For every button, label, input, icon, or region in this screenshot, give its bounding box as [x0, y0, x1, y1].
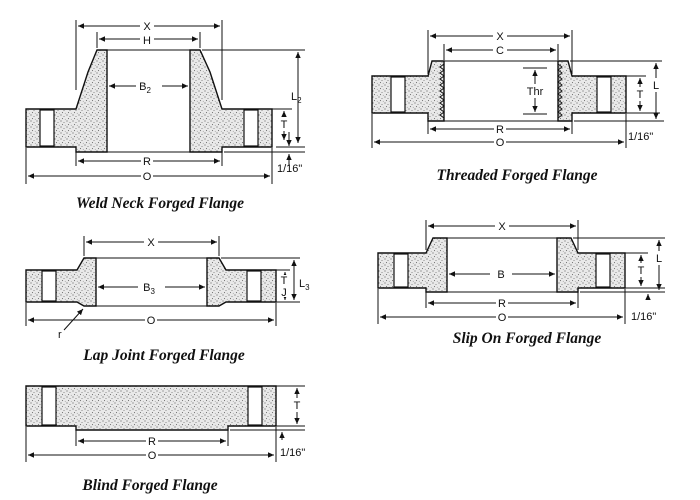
- weld-neck-gap-label: 1/16": [277, 163, 302, 175]
- weld-neck-b2-label: B: [139, 81, 146, 93]
- blind-caption: Blind Forged Flange: [81, 477, 217, 494]
- threaded-t-label: T: [637, 89, 644, 101]
- slip-on-bolt-hole-left: [393, 253, 409, 288]
- threaded-thread-right: [557, 63, 563, 119]
- slip-on-o-label: O: [498, 312, 507, 324]
- weld-neck-r-label: R: [143, 156, 151, 168]
- lap-joint-flange: X B3 L3 T J r O Lap Joint Forged Flange: [25, 236, 310, 364]
- lap-joint-right-body: [206, 257, 277, 307]
- slip-on-gap-label: 1/16": [631, 311, 656, 323]
- svg-text:L2: L2: [291, 91, 302, 105]
- lap-joint-b3-label: B: [143, 282, 150, 294]
- threaded-flange: X C Thr T L 1/16" R O: [371, 30, 664, 184]
- threaded-thr-label: Thr: [527, 86, 544, 98]
- svg-text:B3: B3: [143, 282, 155, 296]
- blind-body: [25, 385, 277, 431]
- weld-neck-l2-subscript: 2: [297, 96, 302, 105]
- svg-text:B2: B2: [139, 81, 151, 95]
- blind-t-label: T: [294, 400, 301, 412]
- slip-on-right-body: [556, 237, 626, 293]
- threaded-x-label: X: [496, 31, 504, 43]
- weld-neck-l2-label: L: [291, 91, 297, 103]
- weld-neck-bolt-hole-left: [39, 109, 55, 147]
- threaded-bolt-hole-left: [390, 76, 406, 113]
- weld-neck-x-label: X: [143, 21, 151, 33]
- lap-joint-x-label: X: [147, 237, 155, 249]
- threaded-right-body: [557, 60, 627, 122]
- weld-neck-caption: Weld Neck Forged Flange: [76, 195, 244, 212]
- threaded-o-label: O: [496, 137, 505, 149]
- threaded-r-label: R: [496, 124, 504, 136]
- lap-joint-o-label: O: [147, 315, 156, 327]
- slip-on-bolt-hole-right: [595, 253, 611, 288]
- threaded-l-label: L: [653, 80, 659, 92]
- slip-on-l-label: L: [656, 253, 662, 265]
- weld-neck-bolt-hole-right: [243, 109, 259, 147]
- weld-neck-left-body: [25, 49, 108, 153]
- threaded-c-label: C: [496, 45, 504, 57]
- lap-joint-t-label: T: [281, 275, 288, 287]
- slip-on-r-label: R: [498, 298, 506, 310]
- blind-r-label: R: [148, 436, 156, 448]
- lap-joint-r-small-label: r: [58, 329, 62, 341]
- threaded-left-body: [371, 60, 445, 122]
- slip-on-t-label: T: [638, 265, 645, 277]
- slip-on-x-label: X: [498, 221, 506, 233]
- blind-gap-label: 1/16": [280, 447, 305, 459]
- lap-joint-left-body: [25, 257, 97, 307]
- threaded-thread-left: [439, 63, 445, 119]
- slip-on-left-body: [377, 237, 448, 293]
- lap-joint-j-label: J: [281, 287, 287, 299]
- weld-neck-o-label: O: [143, 171, 152, 183]
- threaded-gap-label: 1/16": [628, 131, 653, 143]
- threaded-bolt-hole-right: [596, 76, 612, 113]
- lap-joint-caption: Lap Joint Forged Flange: [82, 347, 245, 364]
- lap-joint-l3-subscript: 3: [305, 283, 310, 292]
- lap-joint-l3-label: L: [299, 278, 305, 290]
- weld-neck-flange: X H B2 R O L2 T 1/16": [25, 19, 305, 212]
- weld-neck-right-body: [189, 49, 273, 153]
- lap-joint-b3-subscript: 3: [150, 287, 155, 296]
- slip-on-b-label: B: [497, 269, 504, 281]
- slip-on-caption: Slip On Forged Flange: [453, 330, 602, 347]
- weld-neck-h-label: H: [143, 35, 151, 47]
- svg-text:L3: L3: [299, 278, 310, 292]
- weld-neck-t-label: T: [281, 119, 288, 131]
- threaded-caption: Threaded Forged Flange: [436, 167, 597, 184]
- blind-bolt-hole-left: [41, 386, 57, 426]
- blind-flange: T 1/16" R O Blind Forged Flange: [25, 385, 305, 494]
- blind-o-label: O: [148, 450, 157, 462]
- slip-on-flange: X B T L 1/16" R O Slip On Forged Flange: [377, 220, 665, 347]
- lap-joint-bolt-hole-left: [41, 270, 57, 302]
- lap-joint-bolt-hole-right: [246, 270, 262, 302]
- blind-bolt-hole-right: [247, 386, 263, 426]
- weld-neck-b2-subscript: 2: [146, 86, 151, 95]
